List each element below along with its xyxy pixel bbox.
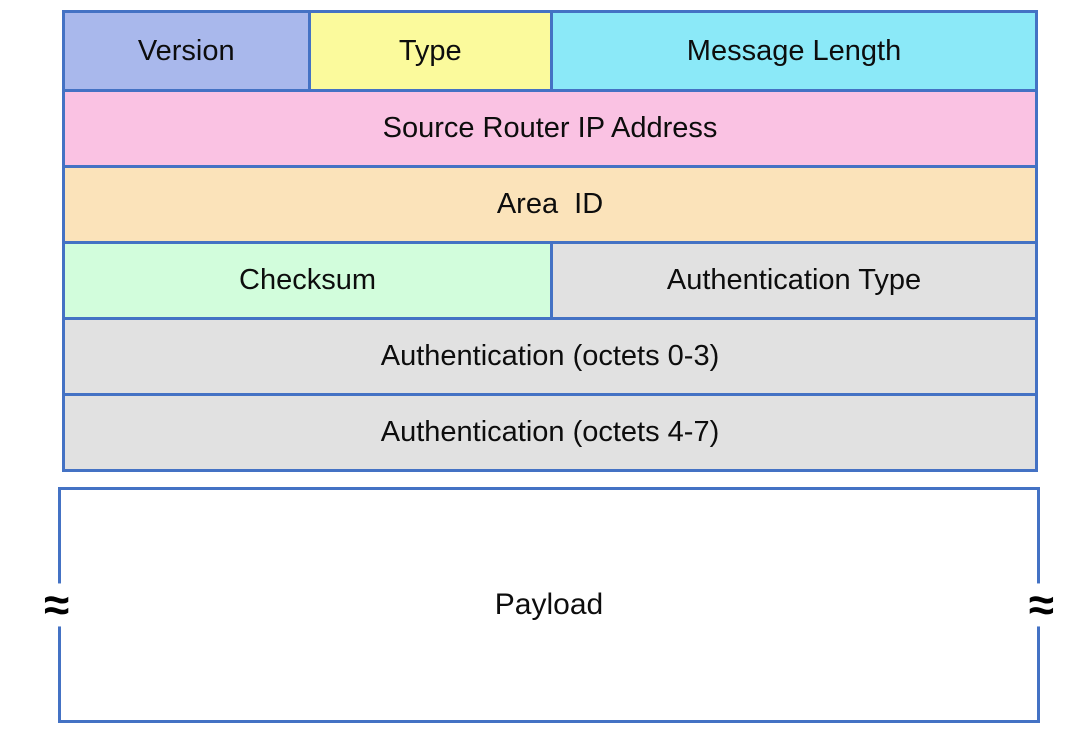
- field-checksum: Checksum: [65, 244, 550, 317]
- header-row-4: Checksum Authentication Type: [65, 241, 1035, 317]
- field-type: Type: [307, 13, 550, 89]
- field-authentication-type: Authentication Type: [550, 244, 1035, 317]
- header-row-6: Authentication (octets 4-7): [65, 393, 1035, 469]
- header-row-2: Source Router IP Address: [65, 89, 1035, 165]
- field-source-router-ip-address: Source Router IP Address: [65, 92, 1035, 165]
- field-message-length-label: Message Length: [686, 34, 902, 67]
- field-authentication-octets-4-7-label: Authentication (octets 4-7): [380, 416, 720, 448]
- field-version-label: Version: [137, 34, 235, 67]
- field-version: Version: [65, 13, 308, 89]
- field-message-length: Message Length: [550, 13, 1035, 89]
- field-type-label: Type: [398, 34, 462, 67]
- break-squiggle-right-icon: ≈: [1027, 578, 1055, 631]
- field-authentication-type-label: Authentication Type: [666, 264, 922, 296]
- field-authentication-octets-0-3-label: Authentication (octets 0-3): [380, 340, 720, 372]
- header-row-3: Area ID: [65, 165, 1035, 241]
- field-source-router-ip-address-label: Source Router IP Address: [382, 112, 718, 144]
- field-area-id-label: Area ID: [496, 188, 604, 220]
- header-fields-table: Version Type Message Length Source Route…: [62, 10, 1038, 472]
- field-authentication-octets-0-3: Authentication (octets 0-3): [65, 320, 1035, 393]
- header-row-1: Version Type Message Length: [65, 13, 1035, 89]
- field-payload-label: Payload: [494, 588, 604, 621]
- header-row-5: Authentication (octets 0-3): [65, 317, 1035, 393]
- field-payload: ≈ Payload ≈: [43, 487, 1055, 723]
- field-checksum-label: Checksum: [239, 264, 376, 296]
- field-area-id: Area ID: [65, 168, 1035, 241]
- field-authentication-octets-4-7: Authentication (octets 4-7): [65, 396, 1035, 469]
- break-squiggle-left-icon: ≈: [43, 578, 71, 631]
